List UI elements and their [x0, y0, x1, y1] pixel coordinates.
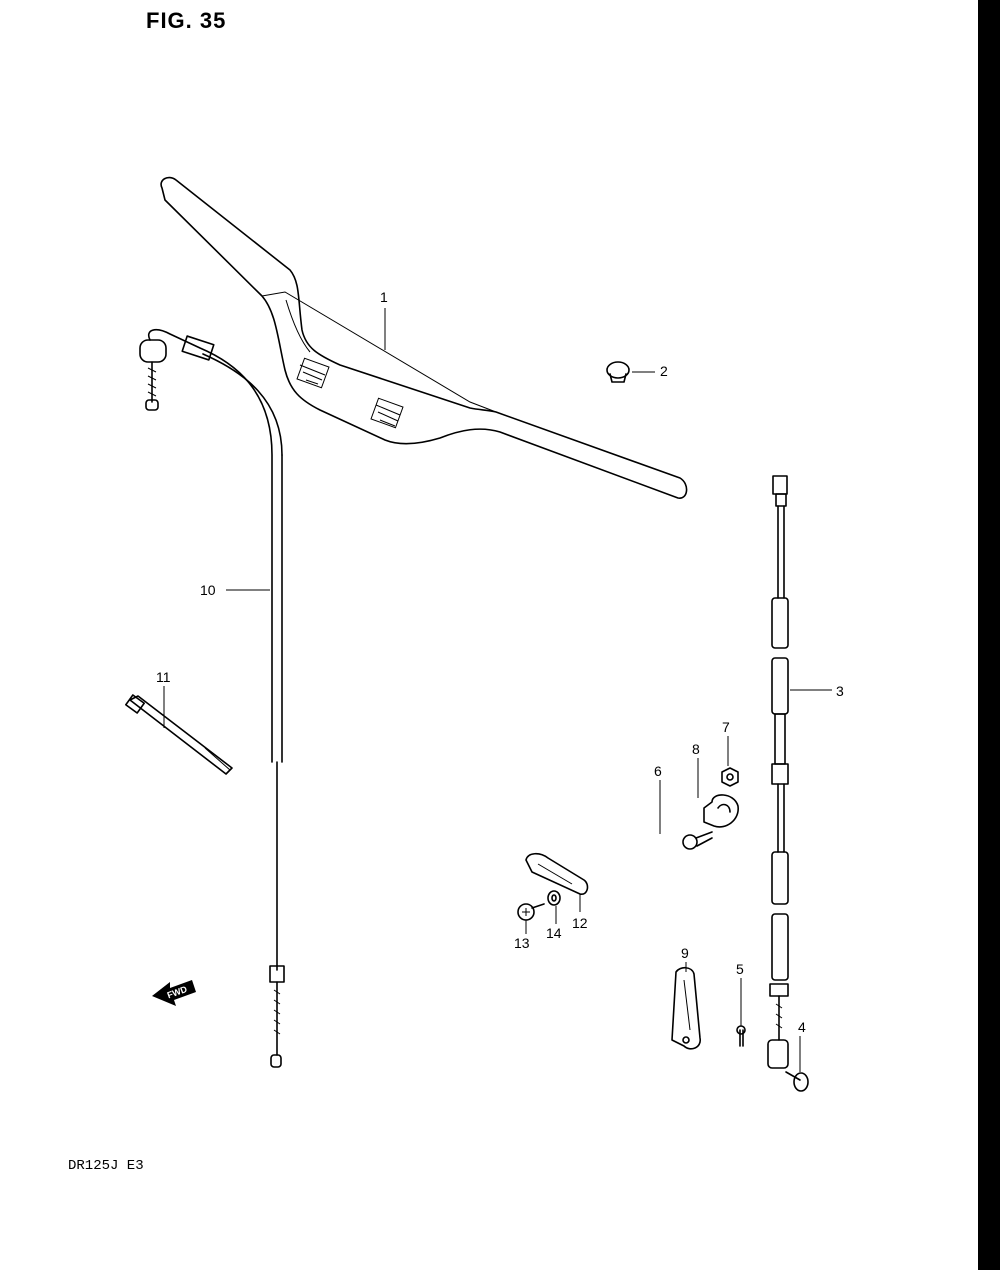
callout-9: 9: [681, 945, 689, 961]
leader-lines: [163, 308, 832, 1072]
callout-8: 8: [692, 741, 700, 757]
page-edge-border: [978, 0, 1000, 1270]
part-4-pin: [785, 1071, 809, 1092]
callout-4: 4: [798, 1019, 806, 1035]
part-2-cap: [606, 361, 630, 383]
part-3-clutch-cable: [767, 475, 789, 1069]
part-7-nut: [721, 767, 739, 787]
part-5-cotter-pin: [736, 1025, 746, 1047]
callout-3: 3: [836, 683, 844, 699]
callout-12: 12: [572, 915, 588, 931]
part-11-band: [125, 694, 233, 775]
callout-2: 2: [660, 363, 668, 379]
callout-14: 14: [546, 925, 562, 941]
part-12-bracket: [525, 852, 589, 895]
callout-1: 1: [380, 289, 388, 305]
callout-7: 7: [722, 719, 730, 735]
callout-10: 10: [200, 582, 216, 598]
figure-title: FIG. 35: [146, 8, 227, 33]
part-1-handlebar: [160, 176, 688, 499]
callout-6: 6: [654, 763, 662, 779]
callout-11: 11: [156, 669, 171, 685]
model-code: DR125J E3: [68, 1158, 144, 1174]
part-14-washer: [547, 890, 561, 906]
part-10-throttle-cable: [139, 328, 285, 1068]
fwd-arrow: FWD: [152, 980, 196, 1006]
part-6-bolt: [682, 831, 713, 850]
part-9-bracket: [671, 966, 701, 1050]
callout-13: 13: [514, 935, 530, 951]
callout-5: 5: [736, 961, 744, 977]
part-8-clamp: [703, 794, 739, 828]
part-13-screw: [517, 903, 545, 921]
